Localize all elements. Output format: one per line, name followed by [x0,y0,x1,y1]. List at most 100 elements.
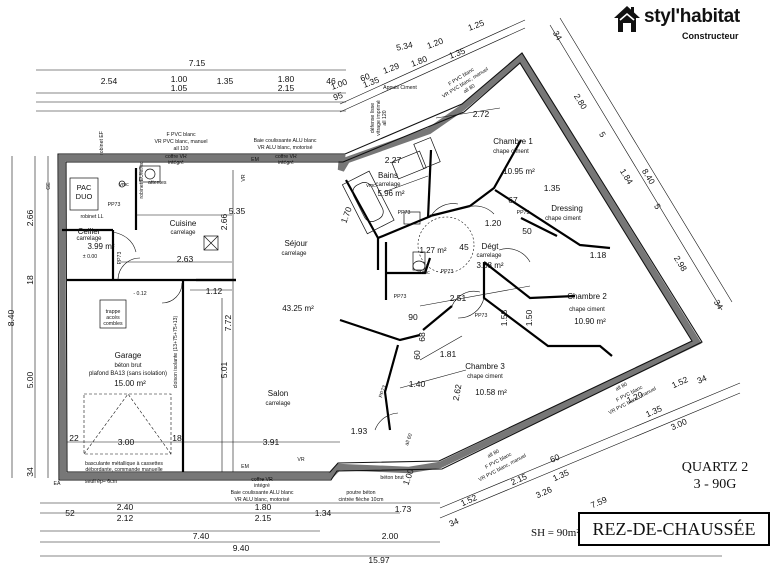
pp73-label: PP73 [517,210,530,216]
baie-bottom-label: Baie coulissante ALU blanc [231,490,294,496]
room-ch3-name: Chambre 3 [465,362,505,371]
room-sejour-floor: carrelage [281,251,307,257]
dim-inner: 90 [408,312,418,322]
em-label: EM [241,464,249,470]
dim-top-4: 1.80 [278,74,295,84]
baie-bottom-label: VR ALU blanc, motorisé [234,497,289,503]
room-cellier-name: Cellier [78,227,101,236]
em-label: EM [251,157,259,163]
level-000-label: ± 0.00 [83,254,97,260]
dim-inner: 1.58 [499,309,509,326]
room-bains-area: 5.96 m² [377,189,404,198]
room-ch1-area: 10.95 m² [503,167,535,176]
window-ch2-label: all 80 [615,382,629,393]
trappe-label: combles [103,321,123,327]
vr-label: VR [297,457,304,463]
dim-inner: 1.93 [351,426,368,436]
dim-se-1: 34 [447,516,460,529]
dim-inner: 5.01 [219,361,229,378]
room-ch3-floor: chape ciment [467,374,503,380]
room-ch2-name: Chambre 2 [567,292,607,301]
room-cellier-floor: carrelage [76,236,102,242]
dim-se-3: 2.15 [509,471,528,487]
room-garage-area: 15.00 m² [114,379,146,388]
coffre-label: intégré [168,160,184,166]
dim-e-5b: 5 [597,130,608,140]
dim-top-6: 1.05 [171,83,188,93]
model-line-2: 3 - 90G [693,477,737,492]
window-ch1-label: all 80 [463,83,477,95]
dim-inner: 2.62 [451,383,464,401]
dim-inner: 2.51 [450,293,467,303]
room-garage-ceiling: plafond BA13 (sans isolation) [89,371,167,377]
coffre-label: coffre VR [251,477,273,483]
room-ch3-area: 10.58 m² [475,388,507,397]
room-cuisine-name: Cuisine [170,219,197,228]
dim-se-5: 1.35 [551,467,570,483]
dim-inner: 1.35 [544,183,561,193]
dim-inner: 2.63 [177,254,194,264]
dim-e-4: 34 [712,298,726,312]
dim-inner: 60 [412,350,422,360]
coffre-label: coffre VR [275,154,297,160]
dim-se-10: 3.00 [669,416,688,432]
dim-se-4: 60 [548,452,561,465]
poutre-label: cintrée flèche 10cm [339,497,384,503]
robinet-eu-label: robinet EU/ef/ec [139,161,145,199]
room-garage-floor: béton brut [114,363,141,369]
doors [112,203,531,431]
pp73-label: PP73 [398,210,411,216]
dim-e-total: 8.40 [640,167,657,187]
garage-door-outline [83,393,172,455]
dim-inner: 5.35 [229,206,246,216]
window-cuisine-label: VR PVC blanc, manuel [154,139,207,145]
dim-inner: 3.00 [118,437,135,447]
dim-inner: 68 [417,332,427,342]
dim-bottom-3: 1.80 [255,502,272,512]
dim-left-total: 8.40 [6,309,16,326]
coffre-label: coffre VR [165,154,187,160]
dim-bottom-6: 2.12 [117,513,134,523]
room-cuisine-floor: carrelage [170,230,196,236]
dim-top-5: 46 [326,76,336,86]
dim-inner: 1.20 [485,218,502,228]
dim-bottom-total: 15.97 [368,555,390,565]
dim-top-1: 2.54 [101,76,118,86]
dim-bottom-200: 2.00 [382,531,399,541]
pp73-label: PP73 [441,269,454,275]
room-ch2-floor: chape ciment [569,307,605,313]
dim-left-4: 34 [25,467,35,477]
ea-label: EA [54,481,61,487]
window-cuisine-label: all 110 [174,146,189,152]
dim-inner: 45 [459,242,469,252]
robinet-ef-label: robinet EF [99,131,105,155]
dim-top-7: 2.15 [278,83,295,93]
garage-door-label: débordante, commande manuelle [85,467,162,473]
dim-inner: 2.27 [385,155,402,165]
pp73-label: PP73 [475,313,488,319]
room-garage-name: Garage [115,351,142,360]
brand-tagline: Constructeur [682,31,739,41]
dim-inner: 18 [172,433,182,443]
ge-label: GE [46,182,52,190]
dim-ne-5: 1.35 [447,46,466,61]
vmc-label: vmc [420,270,430,276]
dim-bottom-2: 2.40 [117,502,134,512]
dim-se-9: 1.35 [644,403,663,419]
dim-se-6: 1.52 [670,374,689,390]
dim-ne-total: 5.34 [395,39,414,52]
fixtures [69,137,441,329]
dim-inner: 2.66 [219,213,229,230]
dim-inner: 2.72 [473,109,490,119]
dim-inner: 22 [69,433,79,443]
dim-inner: 7.72 [223,314,233,331]
dim-top-3: 1.35 [217,76,234,86]
vmc-label: vmc [366,183,376,189]
attentes-label: attentes [148,180,167,186]
dim-inner: 1.18 [590,250,607,260]
dim-bottom-4: 1.34 [315,508,332,518]
surface-label: SH = 90m² [531,527,580,539]
dim-e-2: 1.84 [618,167,635,187]
pp73-label: PP73 [378,385,388,399]
pp73-label: PP73 [117,252,123,265]
